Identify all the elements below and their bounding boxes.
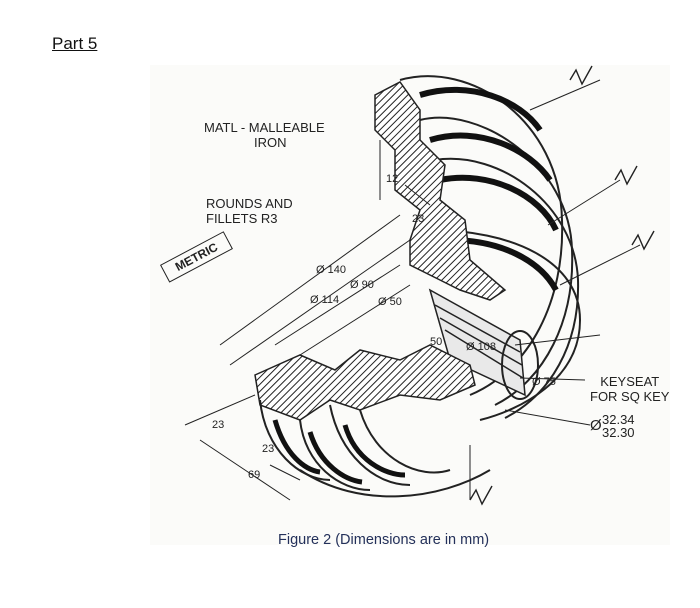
dim-23-left: 23 [212, 419, 224, 431]
keyseat-lower: 32.30 [602, 425, 635, 440]
lower-arc-1 [259, 399, 331, 481]
dim-d108: Ø 108 [466, 341, 496, 353]
dim-d140: Ø 140 [316, 264, 346, 276]
lower-section-hatch [254, 344, 476, 421]
dim-50: 50 [430, 336, 442, 348]
rim-top-1 [419, 86, 543, 132]
keyseat-line-1: KEYSEAT [600, 374, 660, 389]
dim-d114: Ø 114 [310, 294, 339, 306]
dim-12: 12 [386, 173, 398, 185]
lower-arc-2 [299, 419, 371, 491]
flange-arc-3 [434, 157, 580, 419]
finish-mark-4 [469, 485, 493, 506]
figure-caption: Figure 2 (Dimensions are in mm) [278, 532, 490, 548]
flange-arc-4 [429, 229, 582, 421]
bore-end [501, 330, 539, 400]
dim-d90: Ø 90 [350, 279, 374, 291]
material-note: MATL - MALLEABLE IRON [204, 120, 325, 150]
dim-23-top: 23 [412, 213, 424, 225]
dim-23-mid: 23 [262, 443, 274, 455]
lower-arc-3 [329, 404, 411, 486]
part-heading: Part 5 [52, 34, 98, 53]
finish-mark-2 [614, 165, 638, 186]
dimension-lines [184, 79, 641, 501]
rim-top-2 [429, 132, 553, 182]
rounds-line-2: FILLETS R3 [206, 211, 278, 226]
lower-rim-shading [272, 419, 406, 485]
dim-69: 69 [248, 469, 260, 481]
dim-d50: Ø 50 [378, 296, 402, 308]
rounds-note: ROUNDS AND FILLETS R3 [206, 196, 293, 226]
bore [428, 288, 539, 400]
keyseat-line-2: FOR SQ KEY [590, 389, 670, 404]
keyseat-note: KEYSEAT FOR SQ KEY [590, 374, 669, 404]
rim-top-3 [439, 174, 559, 232]
dim-d75: Ø 75 [532, 376, 556, 388]
keyseat-upper: 32.34 [602, 412, 635, 427]
finish-mark-3 [631, 230, 655, 251]
lower-arc-4 [359, 409, 451, 474]
keyseat-dia-symbol: Ø [590, 417, 602, 434]
material-line-2: IRON [254, 135, 287, 150]
material-line-1: MATL - MALLEABLE [204, 120, 325, 135]
top-section-hatch [374, 81, 507, 301]
finish-mark-1 [569, 65, 593, 86]
rounds-line-1: ROUNDS AND [206, 196, 293, 211]
finish-marks [469, 65, 655, 506]
